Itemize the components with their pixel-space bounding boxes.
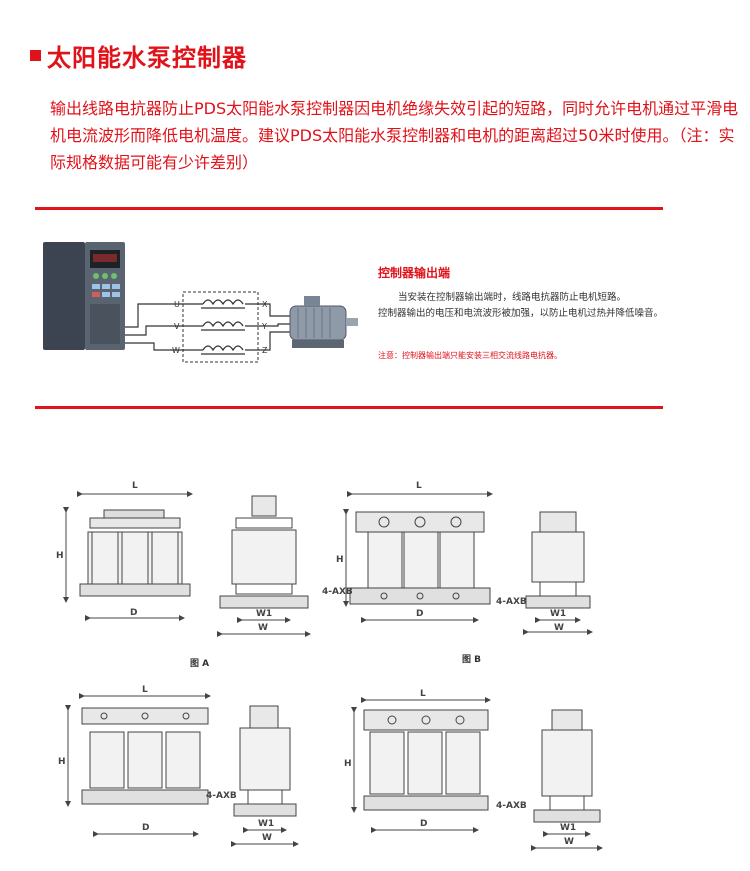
page-title: 太阳能水泵控制器: [30, 38, 247, 73]
fig-b-dim-w: W: [554, 623, 564, 633]
figure-d-side: [531, 709, 603, 851]
label-w: W: [172, 346, 180, 355]
fig-d-dim-d: D: [420, 819, 427, 829]
fig-d-dim-h: H: [344, 759, 352, 769]
controller-output-note: 注意：控制器输出端只能安装三相交流线路电抗器。: [378, 351, 562, 360]
fig-b-dim-hole: 4-AXB: [322, 587, 353, 597]
fig-d-dim-w: W: [564, 837, 574, 847]
controller-output-line-2: 控制器输出的电压和电流波形被加强，以防止电机过热并降低噪音。: [378, 308, 664, 319]
figure-b-label: 图 B: [462, 654, 481, 665]
figure-a-side: [217, 495, 311, 637]
figure-b-side: [523, 511, 593, 635]
title-marker: [30, 50, 41, 61]
divider-bottom: [35, 406, 663, 409]
intro-paragraph: 输出线路电抗器防止PDS太阳能水泵控制器因电机绝缘失效引起的短路，同时允许电机通…: [50, 99, 739, 172]
fig-b-dim-d: D: [416, 609, 423, 619]
figure-a-label: 图 A: [190, 658, 209, 669]
fig-c-dim-hole: 4-AXB: [206, 791, 237, 801]
fig-c-dim-l: L: [142, 685, 148, 695]
fig-b-side-dim-hole: 4-AXB: [496, 597, 527, 607]
fig-a-dim-w1: W1: [256, 609, 272, 619]
fig-c-dim-w1: W1: [258, 819, 274, 829]
figure-c-front: [65, 693, 211, 837]
reactor: U V W X Y Z: [172, 291, 268, 363]
fig-d-dim-w1: W1: [560, 823, 576, 833]
fig-b-dim-l: L: [416, 481, 422, 491]
figure-b-front: [343, 491, 493, 623]
input-wires: [125, 303, 203, 351]
fig-c-dim-h: H: [58, 757, 66, 767]
output-wires: [245, 303, 290, 351]
wiring-diagram: U V W X Y Z: [38, 232, 368, 382]
motor: [289, 296, 358, 348]
fig-c-dim-w: W: [262, 833, 272, 843]
controller-output-heading: 控制器输出端: [378, 266, 451, 280]
fig-d-dim-hole: 4-AXB: [496, 801, 527, 811]
dimension-drawings: L H D W1 W 图 A: [0, 470, 750, 867]
fig-a-dim-w: W: [258, 623, 268, 633]
controller-output-line-1: 当安装在控制器输出端时，线路电抗器防止电机短路。: [398, 292, 627, 303]
controller-device: [43, 242, 125, 350]
fig-a-dim-h: H: [56, 551, 64, 561]
figure-a-front: [63, 491, 193, 621]
fig-a-dim-l: L: [132, 481, 138, 491]
fig-b-dim-w1: W1: [550, 609, 566, 619]
label-u: U: [174, 300, 180, 309]
fig-b-dim-h: H: [336, 555, 344, 565]
fig-a-dim-d: D: [130, 608, 137, 618]
wiring-diagram-svg: U V W X Y Z: [43, 242, 358, 363]
page-title-text: 太阳能水泵控制器: [47, 44, 247, 72]
controller-output-text: 当安装在控制器输出端时，线路电抗器防止电机短路。 控制器输出的电压和电流波形被加…: [378, 290, 678, 322]
fig-c-dim-d: D: [142, 823, 149, 833]
figure-d-front: [351, 697, 491, 833]
fig-d-dim-l: L: [420, 689, 426, 699]
divider-top: [35, 207, 663, 210]
dimension-drawings-svg: L H D W1 W 图 A: [56, 481, 603, 851]
figure-c-side: [231, 705, 299, 847]
label-v: V: [174, 322, 180, 331]
